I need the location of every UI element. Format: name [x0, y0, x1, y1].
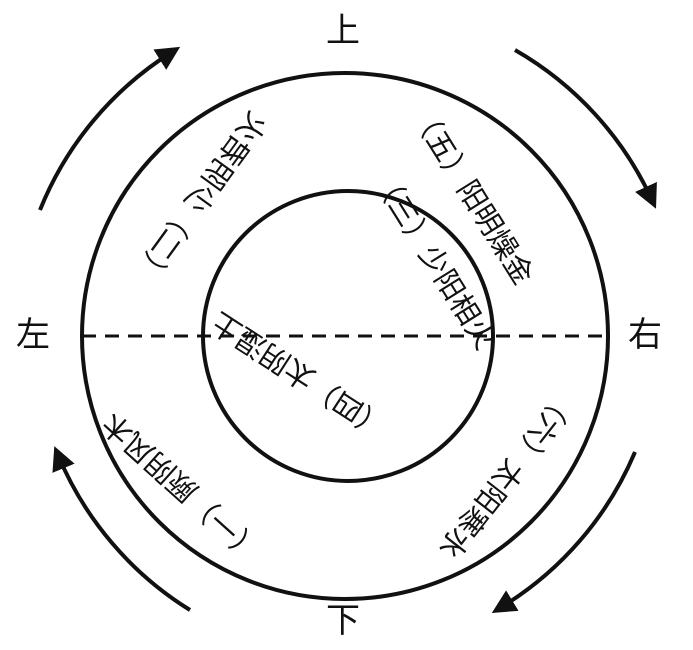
- arrow-bottom-right: [491, 451, 637, 613]
- direction-bottom: 下: [326, 601, 360, 641]
- arrow-top-right: [514, 48, 657, 209]
- direction-left: 左: [16, 315, 50, 355]
- direction-top: 上: [326, 11, 360, 51]
- direction-right: 右: [628, 315, 662, 355]
- arrow-bottom-left: [52, 446, 192, 612]
- arrow-top-left: [38, 46, 181, 211]
